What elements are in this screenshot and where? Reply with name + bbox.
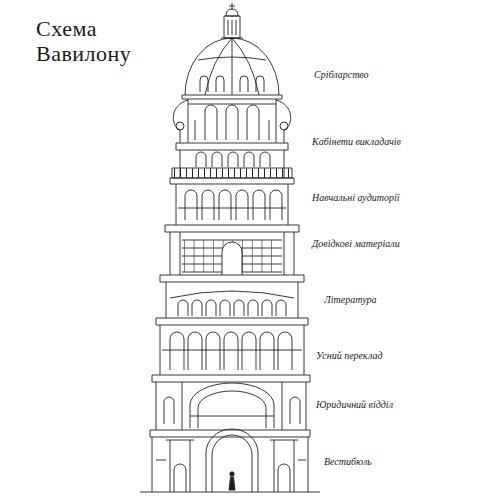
label-slot: Юридичний відділ (316, 394, 393, 412)
floor-label: Навчальні аудиторії (312, 192, 400, 203)
tower-finial (226, 3, 238, 16)
tier-windows (178, 300, 286, 316)
label-slot: Срібларство (314, 64, 369, 82)
floor-label: Срібларство (314, 69, 369, 80)
label-slot: Література (324, 289, 377, 307)
tower-dome (185, 38, 279, 95)
ground-line (140, 492, 320, 493)
dome-windows (200, 76, 264, 92)
tier-doorway (222, 242, 242, 275)
tier-cornice (150, 430, 310, 437)
label-slot: Кабінети викладачів (312, 131, 401, 149)
volute-scroll (176, 122, 184, 130)
side-doors (156, 460, 306, 492)
label-slot: Довідкові матеріали (312, 233, 400, 251)
tier-cornice (165, 225, 299, 232)
scholar-figure (229, 477, 235, 490)
tier-windows (170, 332, 292, 370)
balcony-rail (172, 168, 292, 178)
tier-cornice (152, 375, 310, 382)
tier-windows (195, 105, 269, 140)
entrance-arch (206, 429, 258, 492)
tier-windows (196, 152, 270, 167)
tier-windows (178, 190, 286, 220)
label-slot: Навчальні аудиторії (312, 187, 400, 205)
tier-cornice (176, 143, 288, 150)
tier-body (156, 382, 306, 430)
tier-body (180, 150, 284, 178)
tier-windows (164, 397, 300, 424)
floor-label: Література (324, 294, 377, 305)
tier-body (176, 184, 288, 225)
tier-cornice (170, 178, 294, 184)
tier-cornice (156, 318, 308, 325)
dome-drum (182, 95, 282, 99)
floor-label: Юридичний відділ (316, 399, 393, 410)
floor-label: Кабінети викладачів (312, 136, 401, 147)
tower-lantern (221, 16, 243, 38)
tier-body (188, 99, 276, 143)
tier-cornice (160, 275, 304, 282)
floor-label: Довідкові матеріали (312, 238, 400, 249)
tier-volutes (173, 100, 290, 143)
floor-label: Вестибюль (324, 456, 372, 467)
label-slot: Усний переклад (316, 345, 382, 363)
label-slot: Вестибюль (324, 451, 372, 469)
tier-body (152, 437, 308, 492)
floor-label: Усний переклад (316, 350, 382, 361)
balcony-balusters (174, 169, 290, 178)
tier-body (160, 325, 304, 375)
volute-scroll (280, 122, 288, 130)
scholar-figure (230, 472, 234, 476)
tier-great-arch (190, 383, 274, 428)
title-slot: Схема Вавилону (36, 16, 154, 67)
tier-body (170, 232, 294, 275)
diagram-title: Схема Вавилону (36, 16, 154, 67)
tier-body (166, 282, 298, 318)
